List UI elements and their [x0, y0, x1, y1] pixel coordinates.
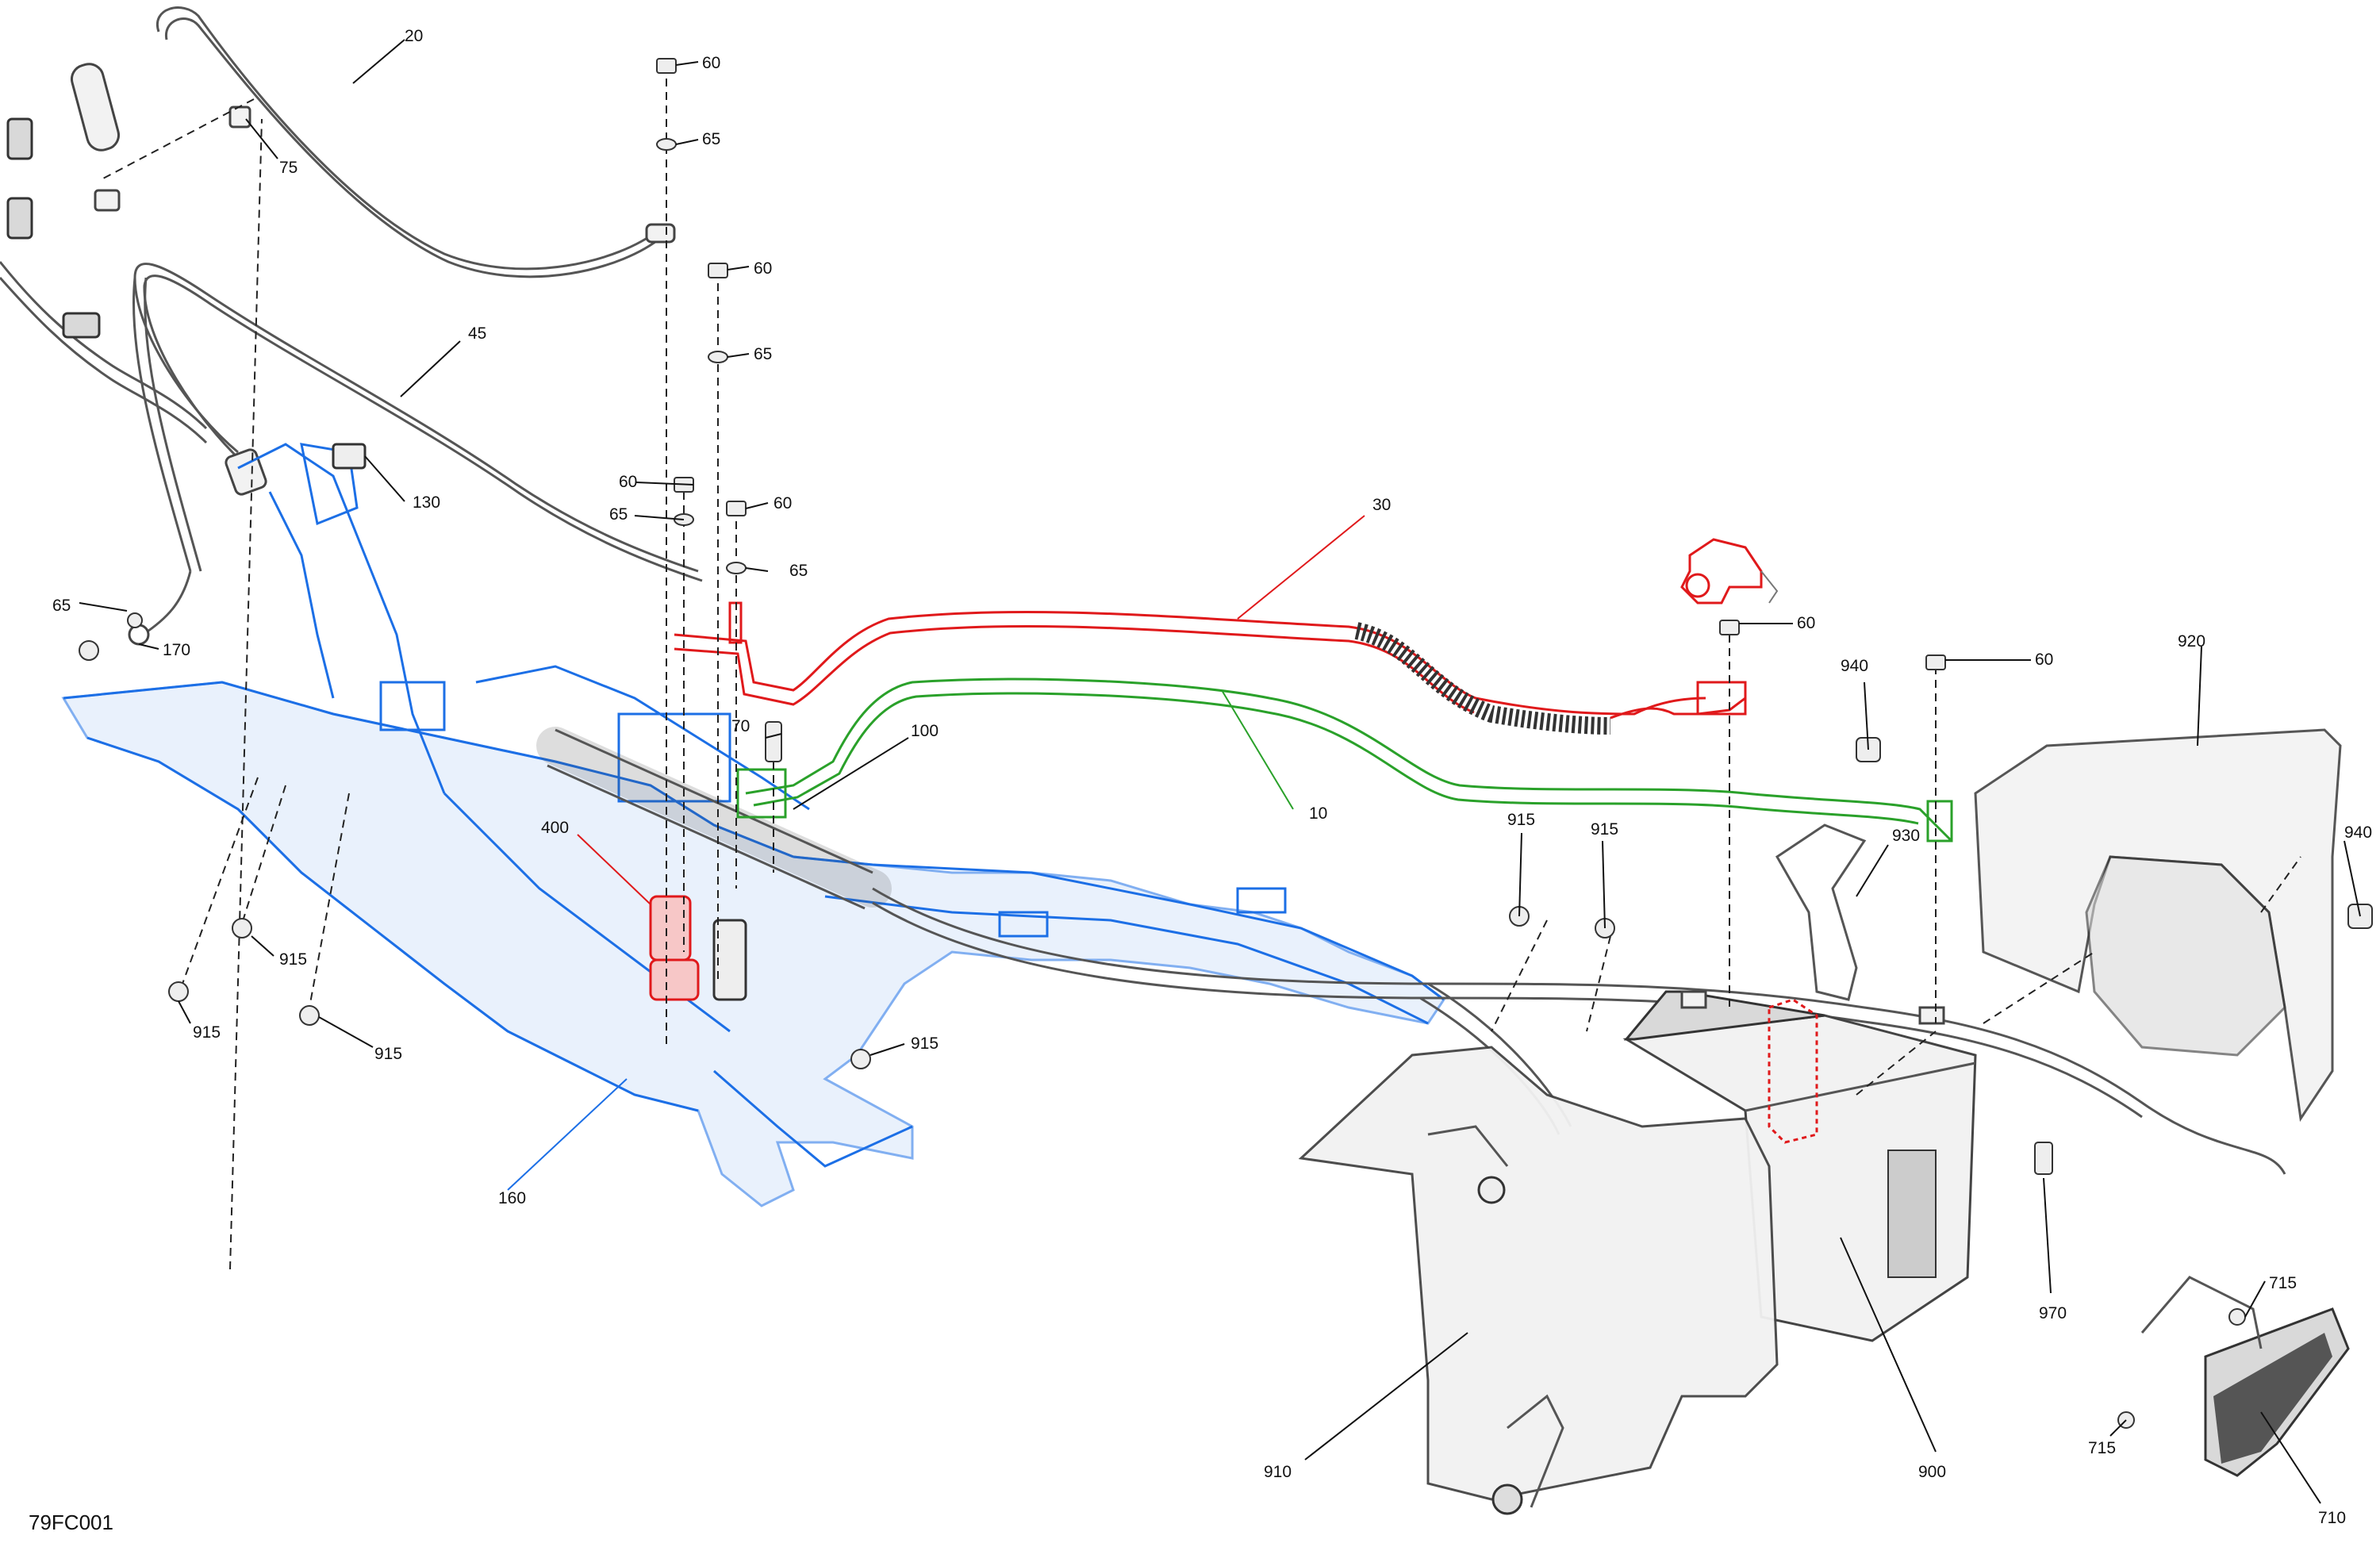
callout-915-a: 915: [1507, 811, 1535, 829]
callout-915-c: 915: [279, 950, 307, 969]
callout-75: 75: [279, 159, 298, 177]
callout-10: 10: [1309, 804, 1327, 823]
ground-cable-10: [736, 677, 1953, 843]
callout-940-b: 940: [2344, 823, 2372, 842]
callout-920: 920: [2178, 632, 2205, 651]
callout-65-b: 65: [754, 345, 772, 363]
callout-400: 400: [541, 819, 569, 837]
callout-170: 170: [163, 641, 190, 659]
callout-970: 970: [2039, 1304, 2067, 1322]
callout-100: 100: [911, 722, 939, 740]
battery-900: [1622, 990, 1977, 1342]
callout-60-e: 60: [1797, 614, 1815, 632]
battery-tray-910: [1298, 1046, 1779, 1515]
callout-715-b: 715: [2088, 1439, 2116, 1457]
leader-lines: [79, 39, 2361, 1504]
rear-cover-920: [1974, 728, 2342, 1123]
callout-910: 910: [1264, 1463, 1292, 1481]
callout-130: 130: [413, 493, 440, 512]
harness-tube: [536, 727, 2286, 1175]
callout-915-b: 915: [1591, 820, 1618, 839]
connector-cluster-left: [0, 63, 251, 444]
callout-30: 30: [1372, 496, 1391, 514]
taillight-710: [2140, 1276, 2350, 1477]
callout-915-e: 915: [374, 1045, 402, 1063]
callout-60-a: 60: [702, 54, 720, 72]
callout-labels: 20 75 60 65 60 65 45 130 60 65 60 65 30 …: [29, 27, 2372, 1534]
callout-65-c: 65: [609, 505, 628, 524]
ring-terminal-45: [128, 570, 192, 646]
callout-930: 930: [1892, 827, 1920, 845]
clip-130: [332, 443, 367, 470]
callout-65-a: 65: [702, 130, 720, 148]
callout-20: 20: [405, 27, 423, 45]
callout-70: 70: [731, 717, 750, 735]
battery-strap-930: [1775, 823, 1867, 1001]
callout-65-d: 65: [789, 562, 808, 580]
callout-60-c: 60: [619, 473, 637, 491]
callout-60-d: 60: [774, 494, 792, 512]
callout-715-a: 715: [2269, 1274, 2297, 1292]
battery-terminal-cap-red: [1680, 538, 1779, 605]
callout-940-a: 940: [1841, 657, 1868, 675]
wiring-harness-20: [155, 6, 676, 278]
mounting-dashed-lines: [102, 65, 2301, 1270]
callout-60-f: 60: [2035, 651, 2053, 669]
callout-60-b: 60: [754, 259, 772, 278]
wiring-harness-45: [132, 263, 703, 582]
fasteners: [79, 58, 2373, 1429]
callout-45: 45: [468, 324, 486, 343]
callout-160: 160: [498, 1189, 526, 1207]
callout-710: 710: [2318, 1509, 2346, 1527]
figure-code: 79FC001: [29, 1510, 113, 1534]
callout-65-e: 65: [52, 597, 71, 615]
callout-900: 900: [1918, 1463, 1946, 1481]
callout-915-f: 915: [911, 1034, 939, 1053]
relay-400: [649, 895, 747, 1001]
callout-915-d: 915: [193, 1023, 221, 1042]
positive-cable-30: [674, 601, 1747, 735]
